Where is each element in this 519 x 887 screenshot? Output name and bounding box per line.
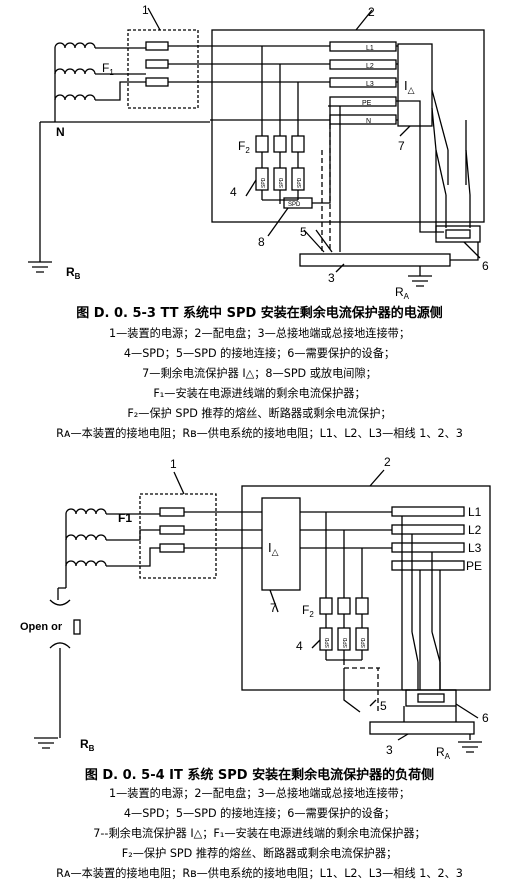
label-ra-b: RA [436, 745, 451, 761]
phase-wires-a [95, 45, 330, 101]
spd-devices-b [319, 627, 369, 661]
load-wires-b [401, 516, 441, 691]
legend-line: Rᴀ—本装置的接地电阻；Rʙ—供电系统的接地电阻；L1、L2、L3—相线 1、2… [56, 867, 463, 880]
spd-label-a2: SPD [279, 177, 285, 188]
equipment-box-a [435, 225, 481, 243]
spd-devices-a [255, 167, 305, 204]
label-3-a: 3 [328, 271, 335, 285]
label-5-a: 5 [300, 225, 307, 239]
earth-symbol-ra-a [408, 275, 432, 287]
legend-line: 1—装置的电源；2—配电盘；3—总接地端或总接地连接带； [108, 327, 411, 340]
source-coils-a [54, 42, 96, 122]
label-rb-b: RB [80, 737, 95, 753]
label-f2-a: F2 [238, 139, 250, 155]
distribution-board-a [211, 29, 485, 223]
open-or-impedance-b [49, 599, 71, 738]
label-7-b: 7 [270, 601, 277, 615]
bar-label-l3-b: L3 [468, 541, 482, 555]
figure-a-labels: 1 2 F1 N RB RA F2 4 8 5 6 3 7 I△ L1 L2 L… [56, 3, 489, 301]
phase-wires-b [106, 511, 262, 567]
bar-label-pe-b: PE [466, 559, 482, 573]
busbars-b [391, 506, 465, 571]
bar-label-pe-a: PE [362, 100, 372, 107]
bar-label-n-a: N [366, 118, 371, 125]
label-6-b: 6 [482, 711, 489, 725]
label-ra-a: RA [395, 285, 410, 301]
label-1-a: 1 [142, 3, 149, 17]
earth-bar-b [369, 721, 475, 735]
label-4-a: 4 [230, 185, 237, 199]
label-8-a: 8 [258, 235, 265, 249]
caption-legend-b: 1—装置的电源；2—配电盘；3—总接地端或总接地连接带； 4—SPD；5—SPD… [0, 784, 519, 884]
f1-box-b [139, 493, 217, 579]
rcd-box-b [261, 497, 301, 591]
bar-label-l3-a: L3 [366, 81, 374, 88]
figure-a-diagram [28, 7, 485, 287]
load-wires-a [431, 89, 467, 233]
label-2-a: 2 [368, 5, 375, 19]
spd-label-b2: SPD [343, 637, 349, 648]
earth-symbol-rb-b [34, 737, 58, 749]
label-rcd-a: I△ [404, 78, 415, 95]
spd-gap-label-a: SPD [288, 202, 301, 208]
label-3-b: 3 [386, 743, 393, 757]
spd-label-b1: SPD [325, 637, 331, 648]
spd-label-a1: SPD [261, 177, 267, 188]
bar-label-l2-a: L2 [366, 63, 374, 70]
spd-label-b3: SPD [361, 637, 367, 648]
spd-taps-b [325, 512, 363, 598]
label-rcd-b: I△ [268, 540, 279, 557]
earth-symbol-ra-b [458, 734, 482, 753]
legend-line: F₂—保护 SPD 推荐的熔丝、断路器或剩余电流保护器； [121, 847, 398, 860]
label-2-b: 2 [384, 455, 391, 469]
label-4-b: 4 [296, 639, 303, 653]
legend-line: 1—装置的电源；2—配电盘；3—总接地端或总接地连接带； [108, 787, 411, 800]
f2-fuses-b [319, 597, 369, 628]
caption-title-a: 图 D. 0. 5-3 TT 系统中 SPD 安装在剩余电流保护器的电源侧 [76, 306, 443, 321]
figure-b-labels: 1 2 F1 Open or RB RA I△ 7 F2 4 5 6 3 L1 … [20, 455, 489, 761]
spd-label-a3: SPD [297, 177, 303, 188]
legend-line: 4—SPD；5—SPD 的接地连接；6—需要保护的设备； [123, 807, 396, 820]
label-f1-a: F1 [102, 61, 114, 77]
label-rb-a: RB [66, 265, 81, 281]
caption-legend-a: 1—装置的电源；2—配电盘；3—总接地端或总接地连接带； 4—SPD；5—SPD… [0, 324, 519, 444]
bar-label-l1-b: L1 [468, 505, 482, 519]
spd-taps-a [261, 46, 299, 136]
legend-line: 7--剩余电流保护器 I△；F₁—安装在电源进线端的剩余电流保护器； [93, 827, 426, 840]
label-f1-b: F1 [118, 511, 132, 525]
equipment-box-b [405, 689, 457, 707]
label-open-or-b: Open or [20, 621, 63, 633]
earth-symbol-rb-a [28, 261, 52, 273]
spd-earth-connection-a [321, 124, 331, 252]
earth-bar-a [299, 253, 451, 267]
bar-label-l1-a: L1 [366, 45, 374, 52]
label-f2-b: F2 [302, 603, 314, 619]
legend-line: Rᴀ—本装置的接地电阻；Rʙ—供电系统的接地电阻；L1、L2、L3—相线 1、2… [56, 427, 463, 440]
label-5-b: 5 [380, 699, 387, 713]
label-n-a: N [56, 125, 65, 139]
label-6-a: 6 [482, 259, 489, 273]
bar-label-l2-b: L2 [468, 523, 482, 537]
legend-line: F₂—保护 SPD 推荐的熔丝、断路器或剩余电流保护； [127, 407, 392, 420]
spd-earth-connection-b [343, 660, 380, 712]
caption-title-b: 图 D. 0. 5-4 IT 系统 SPD 安装在剩余电流保护器的负荷侧 [84, 768, 435, 783]
label-7-a: 7 [398, 139, 405, 153]
source-coils-b [57, 508, 107, 600]
distribution-board-b [241, 485, 491, 691]
f2-fuses-a [255, 135, 305, 168]
label-1-b: 1 [170, 457, 177, 471]
legend-line: 7—剩余电流保护器 I△；8—SPD 或放电间隙； [142, 367, 377, 380]
legend-line: F₁—安装在电源进线端的剩余电流保护器； [153, 387, 366, 400]
f1-box-a [127, 29, 199, 109]
legend-line: 4—SPD；5—SPD 的接地连接；6—需要保护的设备； [123, 347, 396, 360]
figure-b-diagram [34, 469, 491, 753]
rcd-box-a [397, 43, 433, 127]
